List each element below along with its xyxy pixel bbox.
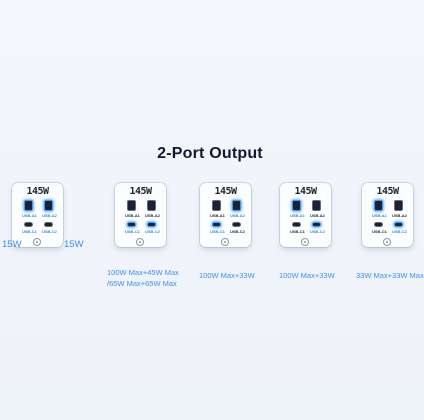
usb-c2-label: USB-C2 — [230, 229, 245, 234]
usb-c1-label: USB-C1 — [372, 229, 387, 234]
usb-c2-label: USB-C2 — [392, 229, 407, 234]
usb-c2-port — [44, 222, 53, 227]
logo-icon — [383, 238, 391, 246]
usb-a2-port — [312, 200, 321, 211]
brand-label: 145W — [26, 186, 49, 197]
usb-a1-label: USB-A1 — [125, 213, 140, 218]
charger-3: 145W USB-A1 USB-A2 USB-C1 USB-C2 — [200, 183, 251, 247]
output-1-right: 15W — [64, 239, 84, 250]
usb-c1-port — [212, 222, 221, 227]
logo-icon — [301, 238, 309, 246]
output-3: 100W Max+33W — [199, 271, 255, 280]
usb-a2-port — [44, 200, 53, 211]
usb-c1-port — [292, 222, 301, 227]
usb-a2-label: USB-A2 — [230, 213, 245, 218]
brand-label: 145W — [376, 186, 399, 197]
usb-a2-port — [394, 200, 403, 211]
usb-a1-label: USB-A1 — [210, 213, 225, 218]
usb-a2-label: USB-A2 — [145, 213, 160, 218]
logo-icon — [221, 238, 229, 246]
output-4: 100W Max+33W — [279, 271, 335, 280]
usb-a2-label: USB-A2 — [392, 213, 407, 218]
usb-a1-port — [374, 200, 383, 211]
usb-a1-port — [127, 200, 136, 211]
usb-a1-label: USB-A1 — [372, 213, 387, 218]
usb-a1-port — [24, 200, 33, 211]
output-1-left: 15W — [2, 239, 22, 250]
usb-c1-label: USB-C1 — [290, 229, 305, 234]
charger-1: 145W USB-A1 USB-A2 USB-C1 USB-C2 — [12, 183, 63, 247]
charger-4: 145W USB-A1 USB-A2 USB-C1 USB-C2 — [280, 183, 331, 247]
usb-a1-port — [292, 200, 301, 211]
usb-c2-label: USB-C2 — [310, 229, 325, 234]
usb-a1-label: USB-A1 — [22, 213, 37, 218]
usb-c2-port — [232, 222, 241, 227]
output-2-line-1: 100W Max+45W Max — [107, 268, 179, 277]
usb-c2-port — [394, 222, 403, 227]
output-2-line-2: /65W Max+65W Max — [107, 279, 177, 288]
usb-a1-port — [212, 200, 221, 211]
usb-a2-label: USB-A2 — [42, 213, 57, 218]
usb-c1-port — [127, 222, 136, 227]
usb-c2-port — [147, 222, 156, 227]
brand-label: 145W — [129, 186, 152, 197]
brand-label: 145W — [214, 186, 237, 197]
output-5: 33W Max+33W Max — [356, 271, 424, 280]
page-title: 2-Port Output — [157, 145, 263, 162]
brand-label: 145W — [294, 186, 317, 197]
usb-c2-port — [312, 222, 321, 227]
usb-a2-port — [232, 200, 241, 211]
charger-2: 145W USB-A1 USB-A2 USB-C1 USB-C2 — [115, 183, 166, 247]
usb-c1-label: USB-C1 — [22, 229, 37, 234]
usb-a1-label: USB-A1 — [290, 213, 305, 218]
usb-c1-label: USB-C1 — [210, 229, 225, 234]
usb-c2-label: USB-C2 — [42, 229, 57, 234]
usb-c1-label: USB-C1 — [125, 229, 140, 234]
usb-c1-port — [374, 222, 383, 227]
usb-a2-label: USB-A2 — [310, 213, 325, 218]
logo-icon — [136, 238, 144, 246]
usb-c1-port — [24, 222, 33, 227]
usb-c2-label: USB-C2 — [145, 229, 160, 234]
charger-5: 145W USB-A1 USB-A2 USB-C1 USB-C2 — [362, 183, 413, 247]
usb-a2-port — [147, 200, 156, 211]
logo-icon — [33, 238, 41, 246]
